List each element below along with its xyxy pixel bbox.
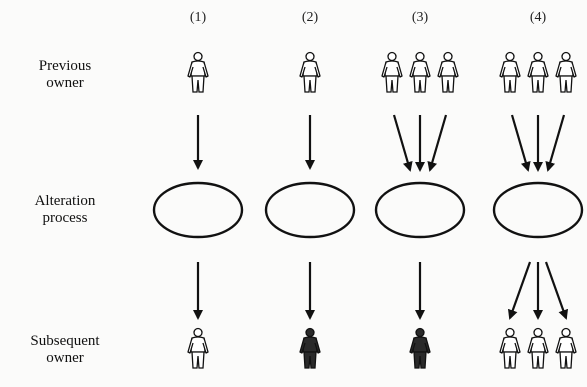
person-icon bbox=[187, 51, 209, 93]
alteration-process-ellipse bbox=[152, 181, 244, 239]
arrow bbox=[544, 261, 569, 320]
row-label-line: Subsequent bbox=[30, 333, 100, 349]
alteration-process-ellipse bbox=[264, 181, 356, 239]
person-icon bbox=[299, 327, 321, 369]
person-icon bbox=[555, 51, 577, 93]
person-icon bbox=[299, 51, 321, 93]
column-label-2: (2) bbox=[301, 10, 319, 25]
person-icon bbox=[527, 51, 549, 93]
arrow bbox=[427, 114, 448, 172]
arrow bbox=[507, 261, 532, 320]
arrow bbox=[545, 114, 566, 172]
person-icon bbox=[555, 327, 577, 369]
alteration-process-ellipse bbox=[374, 181, 466, 239]
person-icon bbox=[437, 51, 459, 93]
column-label-1: (1) bbox=[189, 10, 207, 25]
person-icon bbox=[499, 327, 521, 369]
person-icon bbox=[499, 51, 521, 93]
row-label-line: Previous bbox=[38, 58, 92, 74]
alteration-process-ellipse bbox=[492, 181, 584, 239]
row-label-line: process bbox=[42, 210, 88, 226]
arrow bbox=[510, 114, 531, 172]
row-label-line: owner bbox=[46, 350, 84, 366]
arrow bbox=[392, 114, 413, 172]
person-icon bbox=[409, 327, 431, 369]
row-label-line: Alteration bbox=[34, 193, 96, 209]
person-icon bbox=[381, 51, 403, 93]
person-icon bbox=[527, 327, 549, 369]
row-label-alteration-process: Alteration process bbox=[0, 193, 130, 227]
column-label-3: (3) bbox=[411, 10, 429, 25]
person-icon bbox=[187, 327, 209, 369]
row-label-previous-owner: Previous owner bbox=[0, 58, 130, 92]
column-label-4: (4) bbox=[529, 10, 547, 25]
row-label-subsequent-owner: Subsequent owner bbox=[0, 333, 130, 367]
row-label-line: owner bbox=[46, 75, 84, 91]
person-icon bbox=[409, 51, 431, 93]
